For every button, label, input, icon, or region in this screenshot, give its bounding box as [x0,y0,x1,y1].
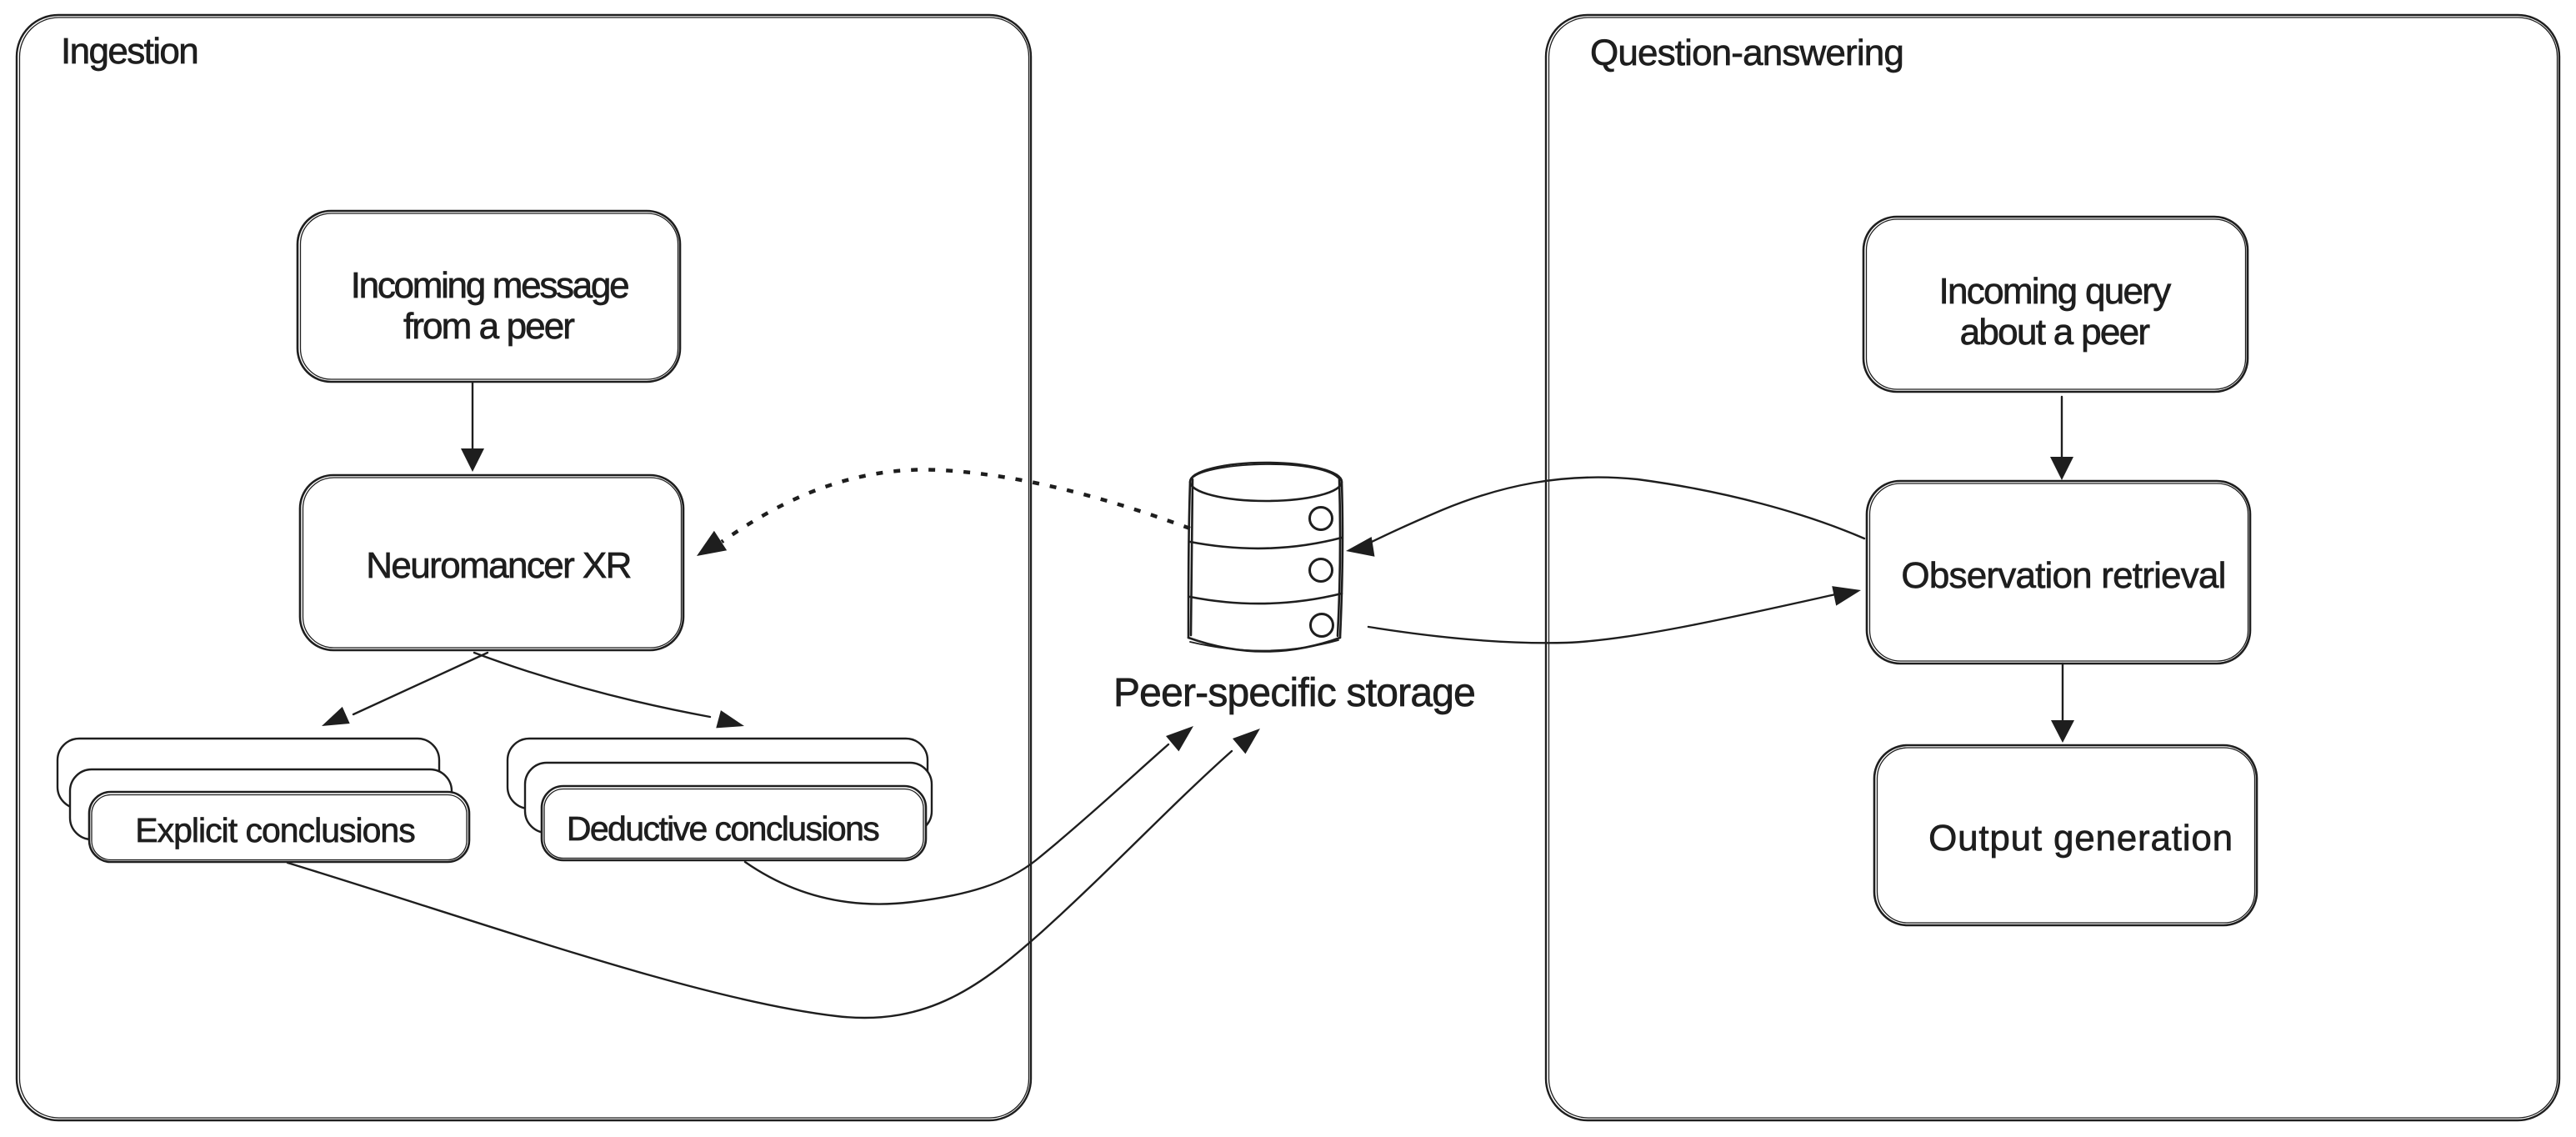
svg-text:Peer-specific storage: Peer-specific storage [1113,671,1475,715]
svg-text:Explicit conclusions: Explicit conclusions [135,811,415,849]
svg-text:Neuromancer XR: Neuromancer XR [366,545,631,586]
svg-text:Incoming query: Incoming query [1938,271,2171,312]
svg-text:about a peer: about a peer [1960,312,2150,353]
svg-text:Deductive conclusions: Deductive conclusions [567,809,879,848]
svg-text:Output generation: Output generation [1928,818,2233,859]
svg-text:Ingestion: Ingestion [61,31,198,72]
svg-text:Incoming message: Incoming message [351,265,628,306]
svg-text:Question-answering: Question-answering [1590,33,1903,73]
svg-text:from a peer: from a peer [403,306,574,347]
svg-text:Observation retrieval: Observation retrieval [1901,555,2225,596]
